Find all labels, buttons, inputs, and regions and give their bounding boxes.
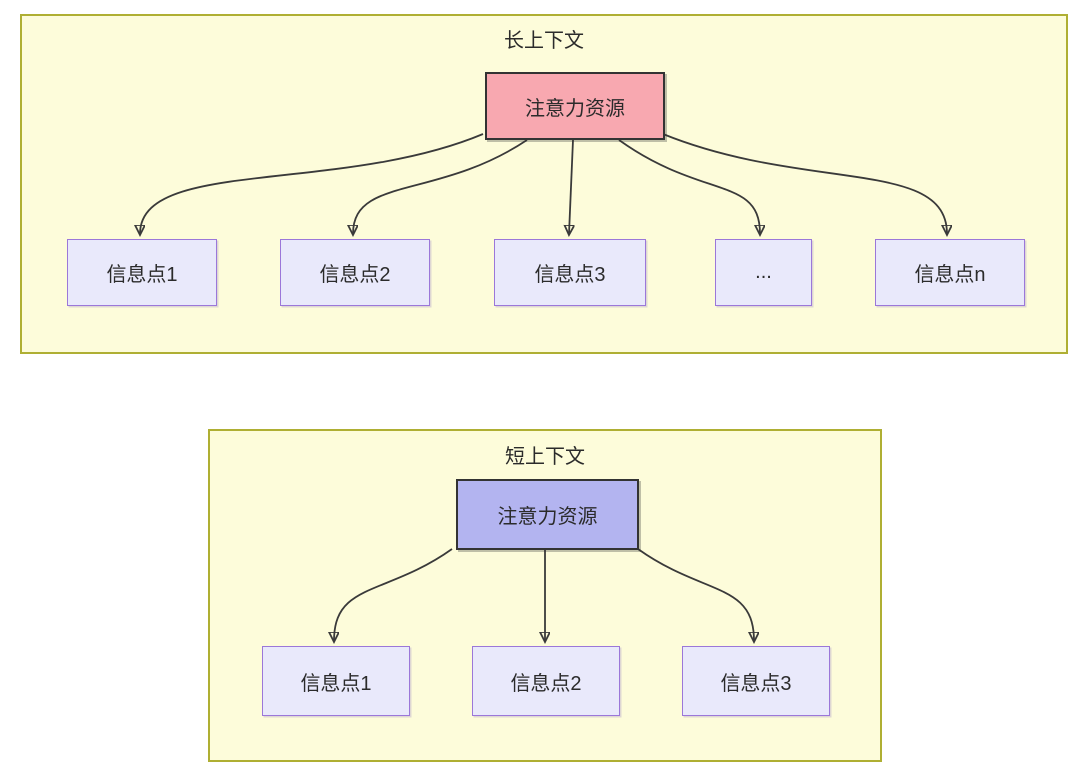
info-point-long-2: 信息点2 [280, 239, 430, 306]
short-context-attention-node: 注意力资源 [456, 479, 639, 550]
info-point-long-ellipsis-label: ... [755, 261, 772, 283]
info-point-long-3-label: 信息点3 [534, 264, 606, 286]
short-context-attention-label: 注意力资源 [497, 506, 598, 528]
info-point-short-2-label: 信息点2 [510, 672, 582, 695]
info-point-short-1: 信息点1 [262, 646, 410, 716]
info-point-short-3: 信息点3 [682, 646, 830, 716]
long-context-panel: 长上下文 注意力资源 信息点1 信息点2 信息点3 ... 信息点n [20, 14, 1068, 354]
long-context-attention-node: 注意力资源 [485, 72, 665, 140]
info-point-long-n: 信息点n [875, 239, 1025, 306]
info-point-long-3: 信息点3 [494, 239, 646, 306]
long-context-attention-label: 注意力资源 [525, 97, 625, 120]
info-point-short-2: 信息点2 [472, 646, 620, 716]
info-point-long-n-label: 信息点n [914, 264, 986, 286]
short-context-title: 短上下文 [505, 446, 585, 468]
info-point-short-1-label: 信息点1 [300, 672, 372, 695]
short-context-panel: 短上下文 注意力资源 信息点1 信息点2 信息点3 [208, 429, 882, 762]
info-point-long-ellipsis: ... [715, 239, 812, 306]
info-point-long-1: 信息点1 [67, 239, 217, 306]
info-point-long-1-label: 信息点1 [106, 264, 178, 286]
long-context-title: 长上下文 [504, 30, 584, 52]
info-point-short-3-label: 信息点3 [720, 672, 792, 695]
info-point-long-2-label: 信息点2 [319, 264, 391, 286]
